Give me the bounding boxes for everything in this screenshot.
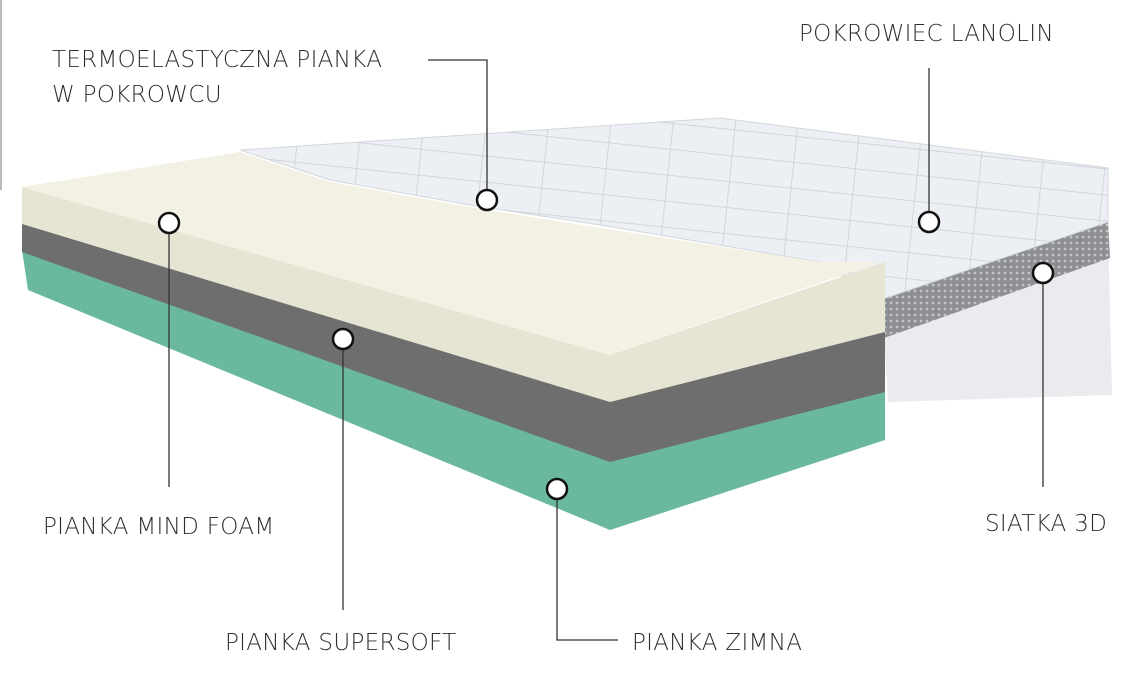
label-cover: POKROWIEC LANOLIN (799, 21, 1054, 47)
marker-mind-foam (157, 211, 181, 235)
label-mesh: SIATKA 3D (985, 511, 1108, 537)
marker-thermo (475, 188, 499, 212)
marker-supersoft (331, 327, 355, 351)
label-supersoft: PIANKA SUPERSOFT (225, 630, 457, 656)
marker-mesh (1031, 261, 1055, 285)
label-thermo-line1: TERMOELASTYCZNA PIANKA (52, 47, 383, 73)
cold-foam-layer (22, 250, 885, 530)
label-thermo-line2: W POKROWCU (52, 82, 222, 108)
marker-cover (917, 210, 941, 234)
marker-cold-foam (545, 477, 569, 501)
leader-lines (168, 59, 1044, 641)
mesh-band (880, 222, 1110, 338)
label-mind-foam: PIANKA MIND FOAM (43, 514, 275, 540)
mind-foam-top (22, 152, 880, 355)
mind-foam-front (22, 187, 885, 402)
supersoft-layer (22, 222, 885, 462)
label-cold-foam: PIANKA ZIMNA (632, 630, 803, 656)
